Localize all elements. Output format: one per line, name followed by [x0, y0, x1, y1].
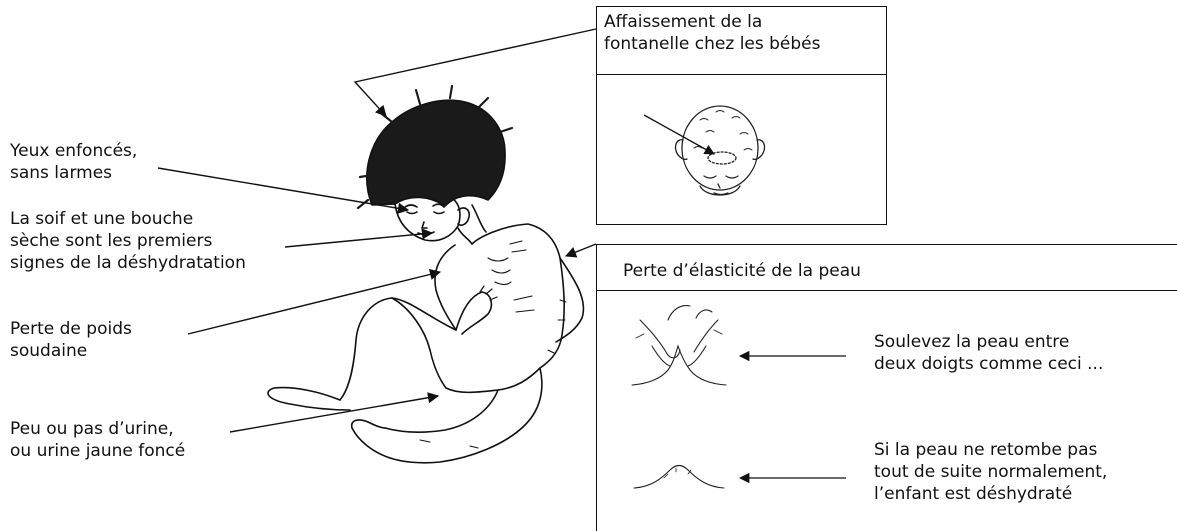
leader-skin	[566, 244, 596, 256]
label-sunken-eyes: Yeux enfoncés, sans larmes	[10, 140, 137, 184]
skin-title: Perte d’élasticité de la peau	[623, 260, 861, 282]
leader-weight	[188, 272, 440, 334]
label-urine: Peu ou pas d’urine, ou urine jaune foncé	[10, 418, 185, 462]
fontanelle-title: Affaissement de la fontanelle chez les b…	[604, 11, 821, 55]
skin-step1-text: Soulevez la peau entre deux doigts comme…	[874, 331, 1103, 375]
skin-elasticity-box: Perte d’élasticité de la peau Soulevez l…	[596, 244, 1177, 531]
label-weight-loss: Perte de poids soudaine	[10, 318, 132, 362]
label-thirst: La soif et une bouche sèche sont les pre…	[10, 208, 246, 274]
fontanelle-box: Affaissement de la fontanelle chez les b…	[596, 6, 887, 225]
leader-thirst	[285, 233, 432, 247]
leader-urine	[230, 396, 438, 432]
leader-fontanelle	[355, 29, 596, 116]
skin-divider	[597, 290, 1177, 291]
child-figure	[268, 86, 584, 463]
fontanelle-divider	[597, 74, 886, 75]
skin-step2-text: Si la peau ne retombe pas tout de suite …	[874, 439, 1107, 505]
